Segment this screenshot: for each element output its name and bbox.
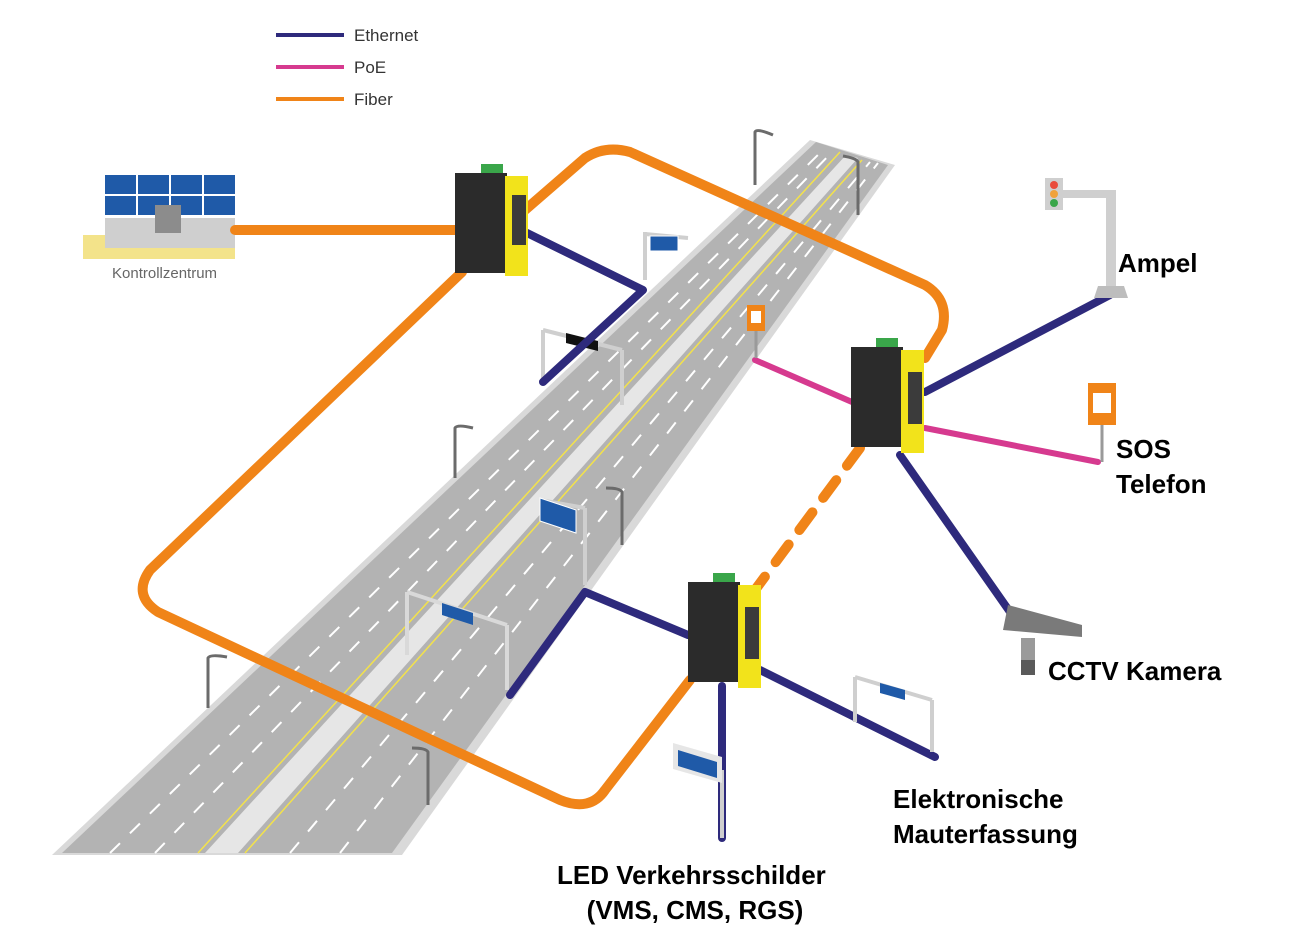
traffic-light: Ampel: [1045, 178, 1197, 298]
sos-phone: SOS Telefon: [1088, 383, 1207, 499]
legend: Ethernet PoE Fiber: [276, 26, 419, 109]
green-light-icon: [1050, 199, 1058, 207]
highway: [52, 140, 895, 855]
street-lamps: [206, 129, 860, 805]
road-centerline-left: [197, 151, 841, 854]
street-lamp: [453, 424, 474, 478]
led-traffic-sign: LED Verkehrsschilder (VMS, CMS, RGS): [557, 743, 833, 925]
ethernet-link-gantry: [521, 228, 647, 386]
street-lamp: [206, 654, 228, 708]
red-light-icon: [1050, 181, 1058, 189]
industrial-switch-top: [455, 164, 528, 276]
ethernet-link-traffic-light: [921, 291, 1114, 396]
control-center-label: Kontrollzentrum: [112, 265, 217, 282]
gantry-middle: [539, 497, 587, 585]
industrial-switch-bottom: [688, 573, 761, 688]
gantry-lower: [405, 590, 509, 690]
vms-sign: [678, 750, 717, 778]
fiber-links: [137, 144, 949, 810]
poe-links: [752, 357, 1101, 465]
vms-sign: [649, 235, 679, 252]
gantry-top: [643, 232, 689, 280]
street-lamp: [411, 746, 430, 805]
cctv-camera: CCTV Kamera: [1003, 605, 1222, 686]
ethernet-link-toll: [756, 666, 939, 761]
ethernet-link-cctv: [896, 451, 1014, 616]
street-lamp: [842, 154, 860, 215]
fiber-ring: [137, 267, 695, 810]
amber-light-icon: [1050, 190, 1058, 198]
toll-label: Elektronische Mauterfassung: [893, 784, 1078, 849]
vms-sign: [539, 497, 577, 534]
road-median: [205, 155, 858, 853]
ethernet-link-vms: [506, 588, 692, 699]
traffic-light-label: Ampel: [1118, 248, 1197, 278]
poe-link-road-phone: [752, 357, 855, 405]
street-lamp: [605, 486, 624, 545]
legend-ethernet-label: Ethernet: [354, 26, 419, 45]
toll-sign: [880, 683, 905, 700]
fiber-link-dashed: [750, 443, 865, 595]
vms-sign: [442, 603, 473, 625]
road-emergency-phone: [747, 305, 765, 358]
legend-poe-label: PoE: [354, 58, 386, 77]
street-lamp: [753, 129, 774, 185]
sos-phone-label: SOS Telefon: [1116, 434, 1207, 499]
lane-marking: [154, 149, 835, 854]
road-surface: [62, 142, 888, 853]
toll-gantry: Elektronische Mauterfassung: [853, 675, 1078, 849]
fiber-ring: [520, 144, 949, 363]
cctv-label: CCTV Kamera: [1048, 656, 1222, 686]
control-center: Kontrollzentrum: [83, 175, 235, 282]
operator-chair: [155, 205, 181, 233]
legend-fiber-label: Fiber: [354, 90, 393, 109]
poe-link-sos-phone: [922, 425, 1101, 465]
led-sign-label: LED Verkehrsschilder (VMS, CMS, RGS): [557, 860, 833, 925]
industrial-switch-right: [851, 338, 924, 453]
